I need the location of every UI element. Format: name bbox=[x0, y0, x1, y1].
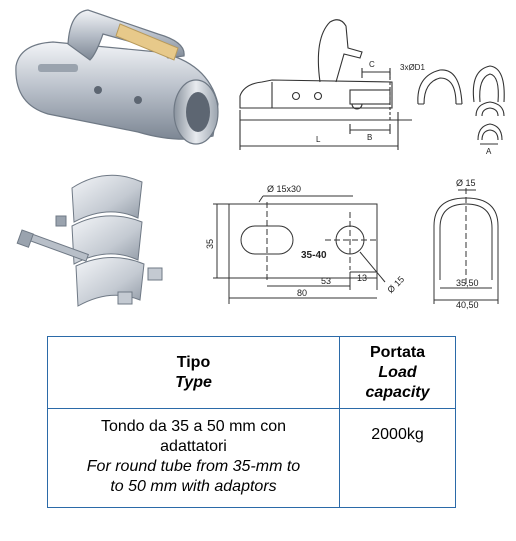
dim-80-label: 80 bbox=[297, 288, 307, 298]
dim-c-label: C bbox=[369, 60, 375, 69]
plate-technical-drawing: Ø 15x30 35 35-40 13 53 80 Ø 15 bbox=[205, 184, 406, 304]
type-cell: Tondo da 35 a 50 mm con adattatori For r… bbox=[47, 408, 340, 508]
type-en-line-2: to 50 mm with adaptors bbox=[110, 478, 277, 495]
dim-4050-label: 40,50 bbox=[456, 300, 479, 310]
clamp-bolts-photo bbox=[16, 174, 163, 307]
dim-slot-label: Ø 15x30 bbox=[267, 184, 301, 194]
type-it-line-2: adattatori bbox=[160, 438, 227, 455]
type-en-line-1: For round tube from 35-mm to bbox=[86, 458, 301, 475]
dim-35-label: 35 bbox=[205, 239, 215, 249]
type-header-it: Tipo bbox=[176, 353, 211, 371]
dim-3550-label: 35,50 bbox=[456, 278, 479, 288]
dim-53-label: 53 bbox=[321, 276, 331, 286]
coupling-head-photo bbox=[15, 9, 219, 145]
capacity-header: Portata Load capacity bbox=[339, 336, 456, 409]
capacity-header-en-2: capacity bbox=[365, 383, 430, 401]
part-label: 35-40 bbox=[301, 250, 327, 261]
dim-15-label: Ø 15 bbox=[385, 274, 406, 295]
shell-technical-drawing: Ø 15 35,50 40,50 bbox=[433, 178, 499, 310]
capacity-cell: 2000kg bbox=[339, 408, 456, 508]
type-header: Tipo Type bbox=[47, 336, 340, 409]
capacity-header-it: Portata bbox=[369, 343, 426, 361]
type-header-en: Type bbox=[175, 373, 212, 391]
coupling-technical-drawing: C 3xØD1 B L A bbox=[239, 19, 505, 156]
dim-15-label: Ø 15 bbox=[456, 178, 476, 188]
dim-holes-label: 3xØD1 bbox=[400, 63, 425, 72]
table-header-row: Tipo Type Portata Load capacity bbox=[47, 336, 456, 409]
dim-13-label: 13 bbox=[357, 273, 367, 283]
dim-l-label: L bbox=[316, 135, 321, 144]
type-it-line-1: Tondo da 35 a 50 mm con bbox=[100, 418, 286, 435]
dim-b-label: B bbox=[367, 133, 372, 142]
table-row: Tondo da 35 a 50 mm con adattatori For r… bbox=[47, 408, 456, 508]
capacity-header-en-1: Load bbox=[378, 363, 417, 381]
dim-a-label: A bbox=[486, 147, 492, 156]
spec-table: Tipo Type Portata Load capacity Tondo da… bbox=[47, 336, 456, 508]
